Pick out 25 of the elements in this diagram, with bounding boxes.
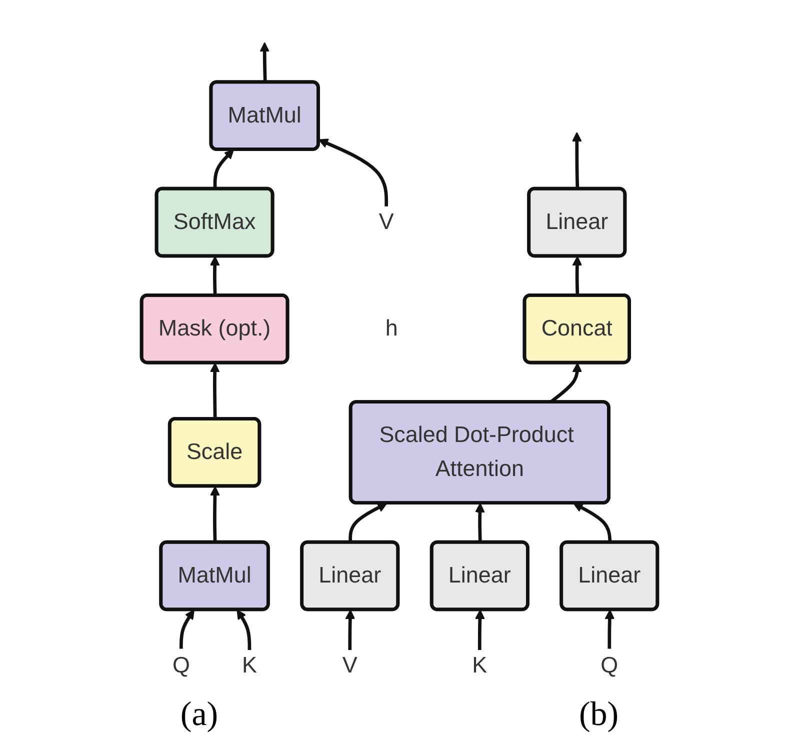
panel-label: (a): [180, 696, 218, 734]
arrow: [572, 256, 582, 296]
arrow: [210, 362, 220, 420]
arrow: [236, 610, 252, 650]
node-text: Q: [172, 654, 190, 678]
node-text: K: [242, 654, 257, 678]
arrow: [348, 502, 388, 543]
arrow: [260, 42, 270, 83]
node-text: V: [342, 654, 358, 678]
arrow: [475, 502, 485, 543]
arrow: [573, 502, 612, 543]
arrow: [210, 486, 220, 543]
arrow: [345, 610, 356, 650]
arrow: [213, 149, 234, 190]
node-text: K: [472, 654, 488, 678]
node-text: V: [378, 210, 394, 235]
node-label: h: [385, 316, 398, 342]
panel-label: (b): [578, 696, 619, 734]
arrow: [475, 610, 485, 650]
arrow: [604, 610, 615, 649]
arrow: [179, 610, 194, 649]
arrow: [210, 256, 220, 296]
arrow: [572, 132, 582, 190]
node-text: Q: [600, 654, 618, 678]
arrow: [318, 138, 388, 206]
